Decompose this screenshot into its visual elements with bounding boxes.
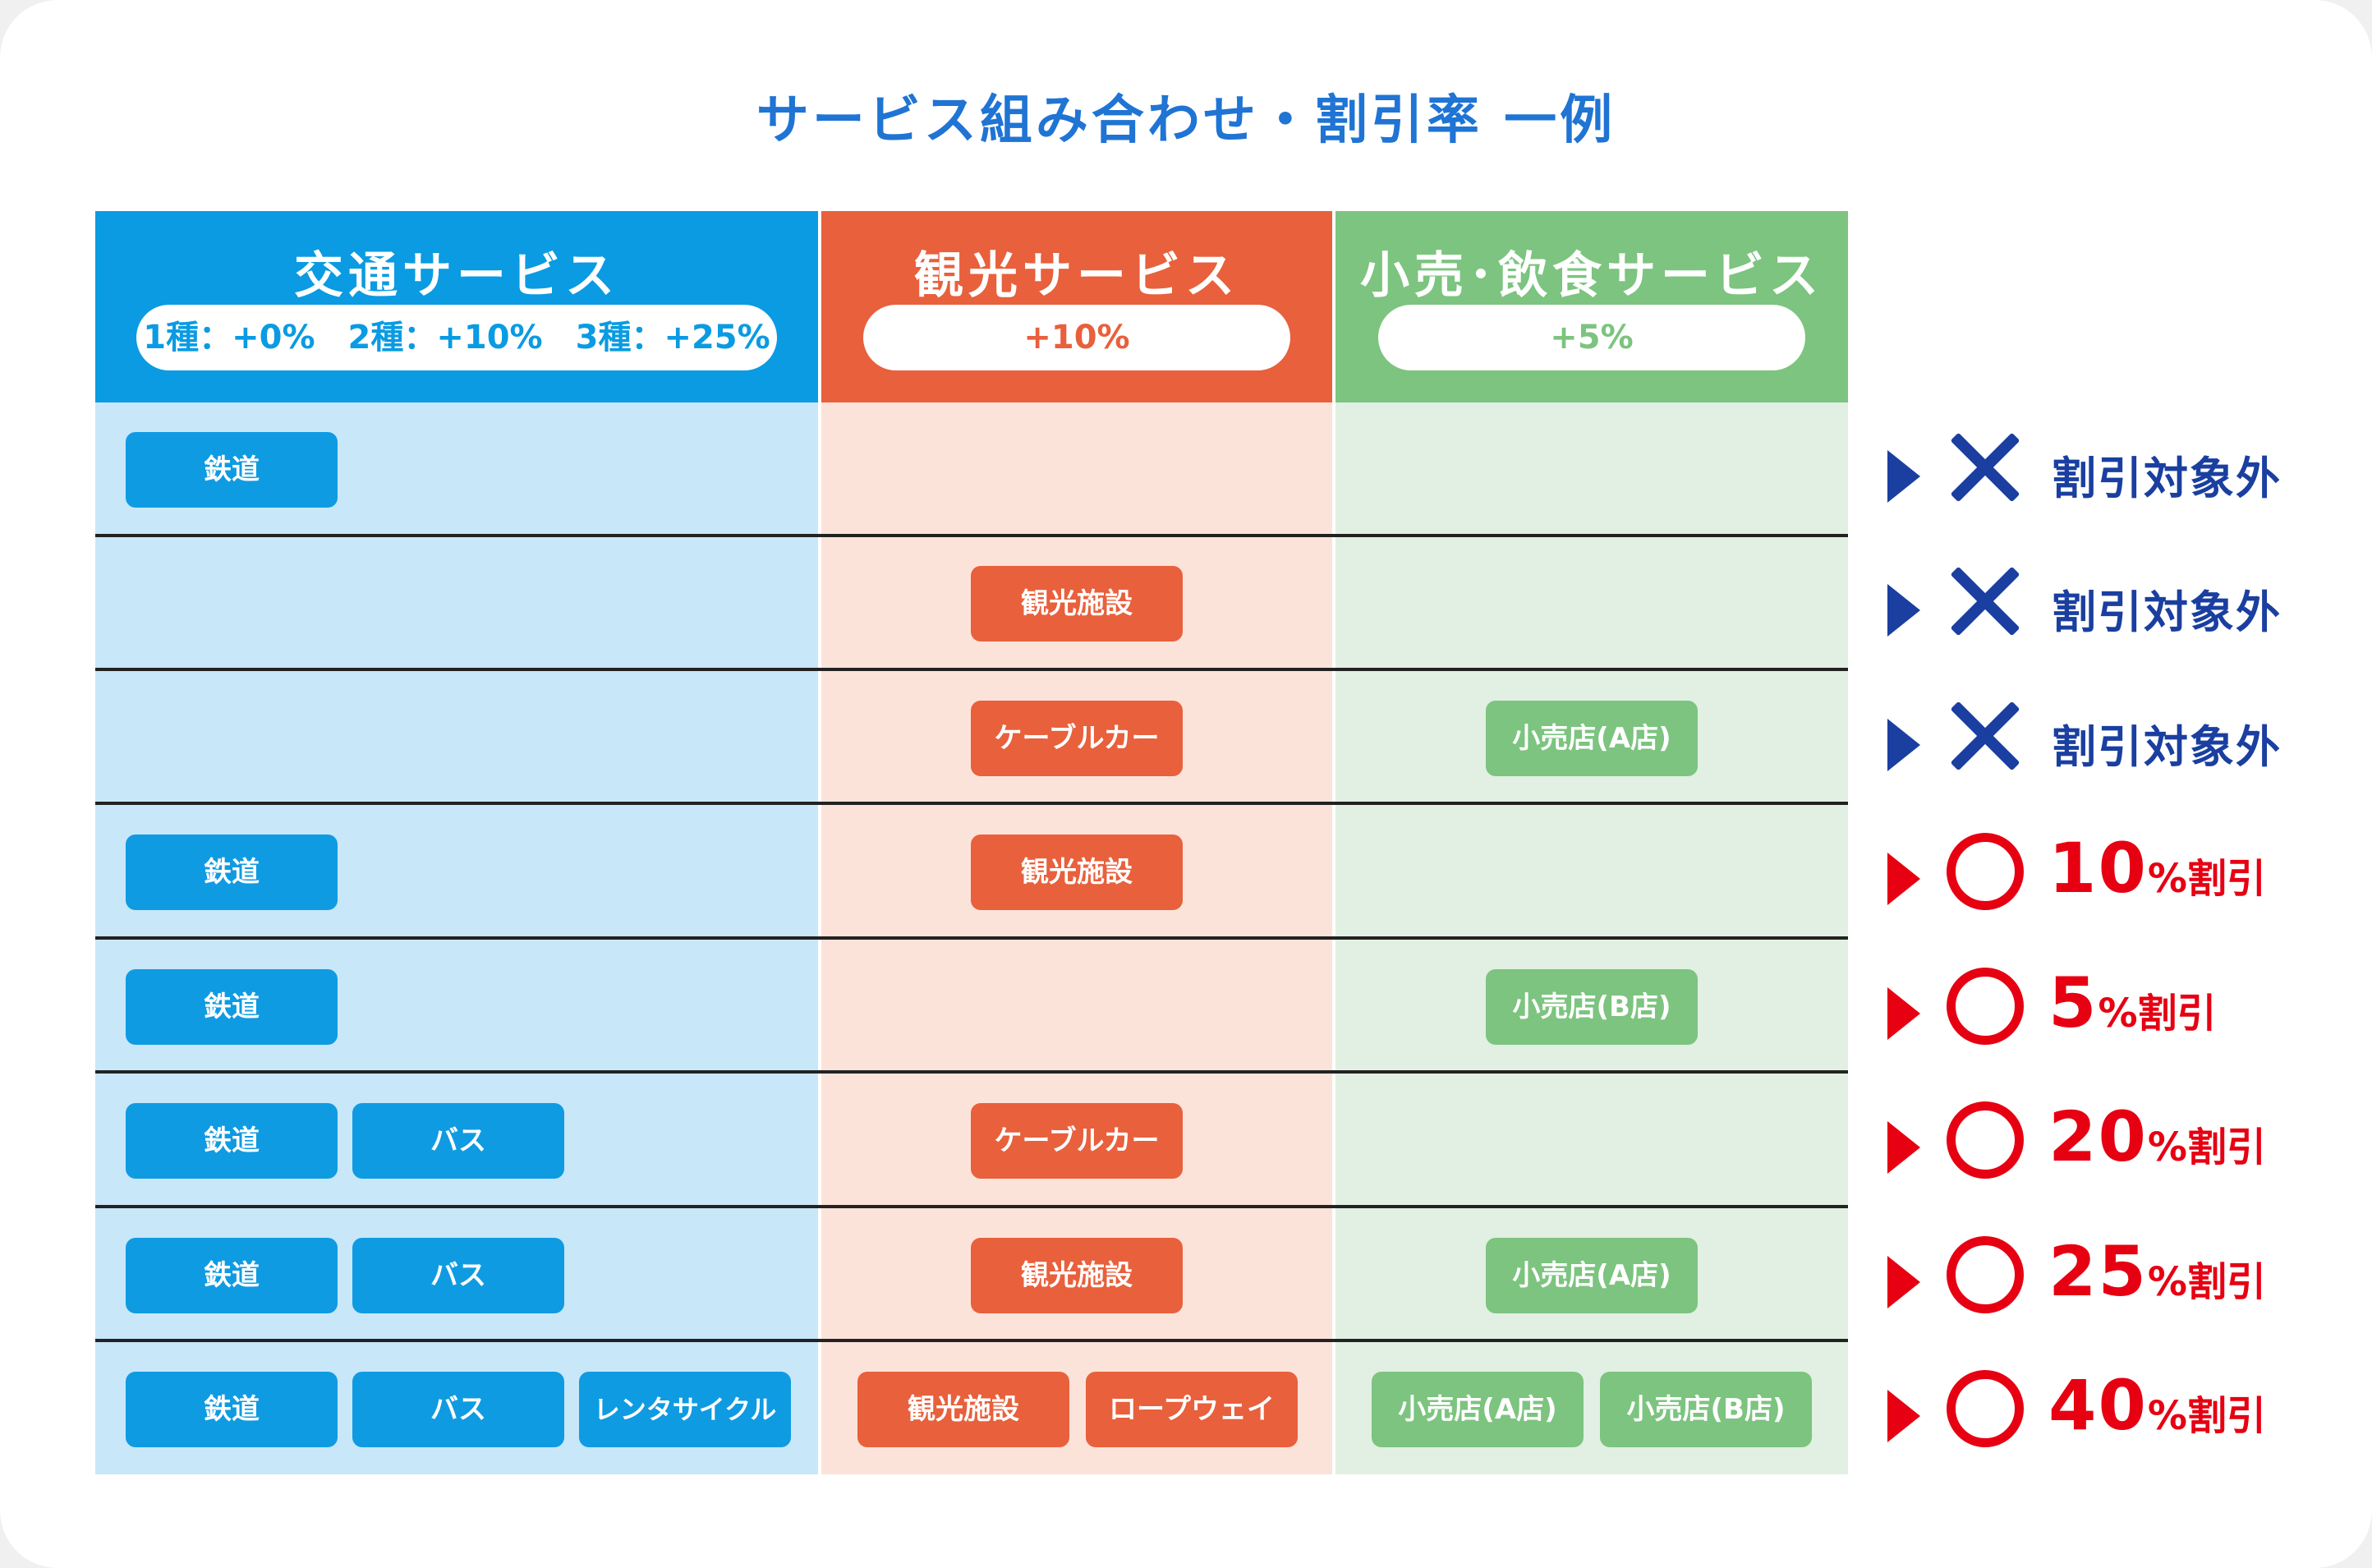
row-divider [95, 802, 1848, 805]
service-chip-railway: 鉄道 [126, 969, 338, 1045]
triangle-icon [1887, 719, 1920, 771]
row-divider [95, 534, 1848, 537]
triangle-icon [1887, 1256, 1920, 1308]
service-chip-store-b: 小売店(B店) [1486, 969, 1698, 1045]
result-discount: 25%割引 [2048, 1231, 2267, 1312]
service-chip-bus: バス [352, 1372, 564, 1447]
cross-icon [1949, 699, 2020, 773]
result-text: 割引対象外 [2052, 586, 2282, 638]
circle-icon [1947, 833, 2024, 910]
result-discount: 5%割引 [2048, 963, 2217, 1043]
result-text: 割引対象外 [2052, 721, 2282, 773]
row-divider [95, 668, 1848, 671]
circle-icon [1947, 1101, 2024, 1179]
retail-header: 小売･飲食サービス +5% [1335, 211, 1848, 402]
service-chip-railway: 鉄道 [126, 1238, 338, 1313]
result-discount: 10%割引 [2048, 828, 2267, 908]
transport-header-title: 交通サービス [294, 247, 619, 305]
sightseeing-header-title: 観光サービス [914, 247, 1239, 305]
triangle-icon [1887, 1121, 1920, 1174]
service-chip-store-b: 小売店(B店) [1600, 1372, 1812, 1447]
service-chip-store-a: 小売店(A店) [1486, 1238, 1698, 1313]
sightseeing-header: 観光サービス +10% [821, 211, 1332, 402]
retail-header-title: 小売･飲食サービス [1360, 247, 1823, 305]
service-chip-store-a: 小売店(A店) [1486, 701, 1698, 776]
page-title: サービス組み合わせ・割引率 一例 [756, 90, 1616, 151]
triangle-icon [1887, 584, 1920, 637]
retail-rate-pill: +5% [1378, 305, 1805, 370]
service-chip-sightseeing-facility: 観光施設 [971, 835, 1183, 910]
row-divider [95, 1205, 1848, 1208]
row-divider [95, 1339, 1848, 1342]
result-discount: 40%割引 [2048, 1365, 2267, 1446]
transport-rate-pill: 1種：+0% 2種：+10% 3種：+25% [136, 305, 777, 370]
result-discount: 20%割引 [2048, 1097, 2267, 1177]
service-chip-store-a: 小売店(A店) [1372, 1372, 1584, 1447]
service-chip-railway: 鉄道 [126, 1103, 338, 1179]
service-chip-railway: 鉄道 [126, 1372, 338, 1447]
cross-icon [1949, 564, 2020, 638]
service-chip-railway: 鉄道 [126, 835, 338, 910]
circle-icon [1947, 1236, 2024, 1313]
row-divider [95, 1070, 1848, 1074]
service-chip-ropeway: ロープウェイ [1086, 1372, 1298, 1447]
service-chip-bus: バス [352, 1103, 564, 1179]
cross-icon [1949, 430, 2020, 504]
sightseeing-rate-pill: +10% [863, 305, 1290, 370]
circle-icon [1947, 968, 2024, 1045]
service-chip-railway: 鉄道 [126, 432, 338, 508]
result-text: 割引対象外 [2052, 453, 2282, 504]
circle-icon [1947, 1370, 2024, 1447]
service-chip-sightseeing-facility: 観光施設 [971, 566, 1183, 641]
triangle-icon [1887, 987, 1920, 1040]
service-chip-cable-car: ケーブルカー [971, 1103, 1183, 1179]
service-chip-cable-car: ケーブルカー [971, 701, 1183, 776]
triangle-icon [1887, 1390, 1920, 1442]
service-chip-rental-bicycle: レンタサイクル [579, 1372, 791, 1447]
triangle-icon [1887, 853, 1920, 905]
service-chip-bus: バス [352, 1238, 564, 1313]
row-divider [95, 936, 1848, 940]
service-chip-sightseeing-facility: 観光施設 [857, 1372, 1069, 1447]
triangle-icon [1887, 450, 1920, 503]
transport-header: 交通サービス 1種：+0% 2種：+10% 3種：+25% [95, 211, 818, 402]
service-chip-sightseeing-facility: 観光施設 [971, 1238, 1183, 1313]
